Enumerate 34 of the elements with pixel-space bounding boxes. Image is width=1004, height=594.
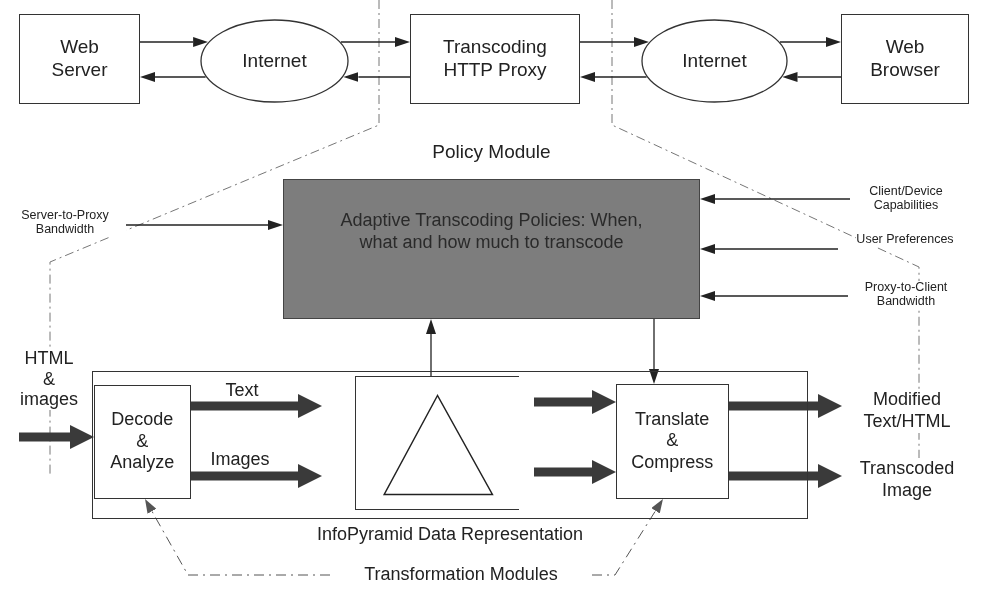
module-caption: InfoPyramid Data Representation [315,524,585,546]
server-box [19,14,140,104]
arrow [343,72,411,82]
arrow [580,72,648,82]
arrow [140,72,207,82]
pyramid-box [354,375,519,510]
browser-box [841,14,969,104]
arrow [191,394,322,418]
arrow [729,464,842,488]
arrow [534,390,616,414]
proxy-box [410,14,580,104]
arrow [729,394,842,418]
arrow [426,319,436,377]
arrow [139,37,209,47]
arrow [191,464,322,488]
arrow [591,498,663,576]
arrow [700,194,851,204]
arrow [579,37,649,47]
arrow [340,37,410,47]
arrow [125,220,283,230]
edge-label: HTML & images [18,348,80,411]
policy-text: Adaptive Transcoding Policies: When, what and how much to transcode [339,210,644,254]
process-box [615,383,729,499]
arrow [700,244,839,254]
module-caption: Policy Module [431,141,552,164]
arrow [700,291,849,301]
arrow [534,460,616,484]
process-box [93,384,191,499]
arrow [649,318,659,384]
arrow [145,499,331,576]
input-label: User Preferences [856,233,954,247]
arrow [19,425,94,449]
arrow [782,72,842,82]
arrow [779,37,841,47]
